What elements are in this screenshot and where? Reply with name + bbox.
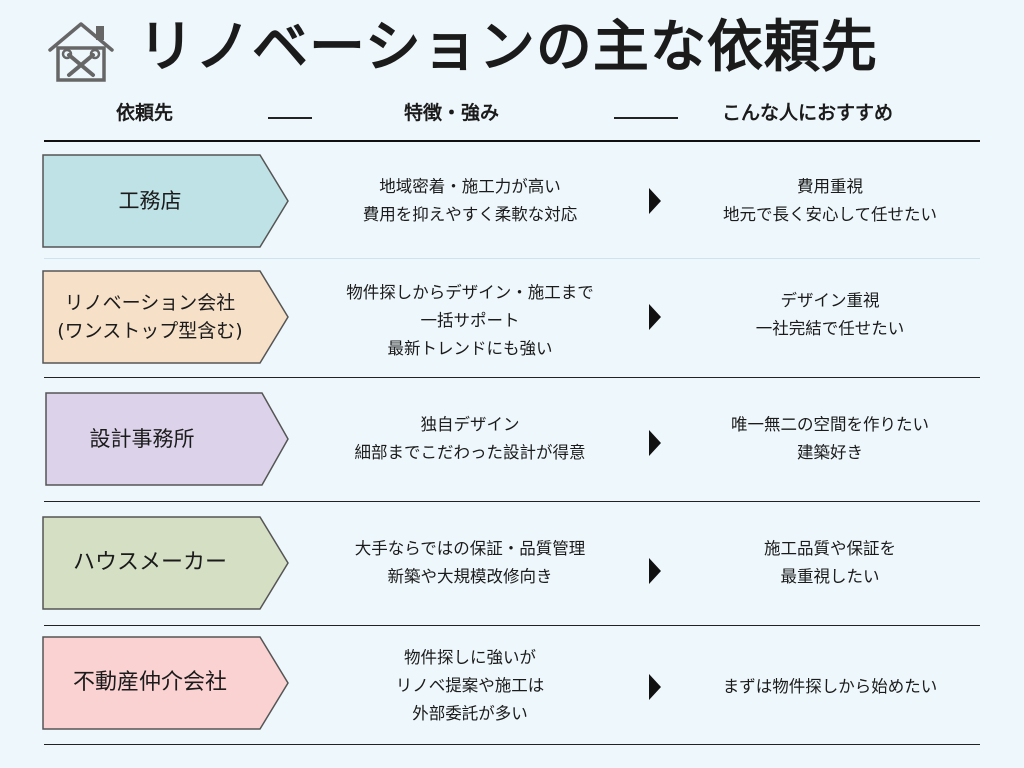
row-features-4: 大手ならではの保証・品質管理 新築や大規模改修向き xyxy=(354,539,586,586)
row-tag-3: 設計事務所 xyxy=(42,392,290,486)
arrow-right-icon xyxy=(649,558,661,584)
page-title: リノベーションの主な依頼先 xyxy=(138,15,878,80)
row-tag-shape-5 xyxy=(42,636,289,730)
row-divider-5 xyxy=(44,744,980,745)
house-tools-icon xyxy=(48,22,114,82)
header-underline xyxy=(44,140,980,142)
arrow-right-icon xyxy=(649,430,661,456)
row-tag-shape-2 xyxy=(42,270,289,364)
row-divider-4 xyxy=(44,625,980,626)
row-divider-3 xyxy=(44,501,980,502)
row-tag-1: 工務店 xyxy=(42,154,290,248)
row-recommend-4: 施工品質や保証を 最重視したい xyxy=(764,539,896,586)
row-divider-1 xyxy=(44,258,980,259)
header-features: 特徴・強み xyxy=(404,102,500,124)
arrow-right-icon xyxy=(649,674,661,700)
arrow-right-icon xyxy=(649,304,661,330)
row-label-5: 不動産仲介会社 xyxy=(72,670,227,695)
row-tag-2: リノベーション会社 (ワンストップ型含む) xyxy=(42,270,290,364)
row-features-3: 独自デザイン 細部までこだわった設計が得意 xyxy=(354,415,586,462)
row-label-2: リノベーション会社 (ワンストップ型含む) xyxy=(57,292,243,342)
header-divider-right xyxy=(614,117,678,119)
row-tag-shape-4 xyxy=(42,516,289,610)
row-recommend-1: 費用重視 地元で長く安心して任せたい xyxy=(722,177,937,224)
row-label-4: ハウスメーカー xyxy=(72,550,227,575)
row-recommend-2: デザイン重視 一社完結で任せたい xyxy=(755,291,905,338)
row-tag-shape-1 xyxy=(42,154,289,248)
row-features-5: 物件探しに強いが リノベ提案や施工は 外部委託が多い xyxy=(395,648,545,723)
header-requestee: 依頼先 xyxy=(116,102,174,124)
row-divider-2 xyxy=(44,377,980,378)
arrow-right-icon xyxy=(649,188,661,214)
row-recommend-5: まずは物件探しから始めたい xyxy=(722,677,938,696)
header-recommended-for: こんな人におすすめ xyxy=(722,102,894,124)
row-tag-5: 不動産仲介会社 xyxy=(42,636,290,730)
row-features-1: 地域密着・施工力が高い 費用を抑えやすく柔軟な対応 xyxy=(362,177,578,224)
row-label-3: 設計事務所 xyxy=(89,427,195,451)
row-label-1: 工務店 xyxy=(118,189,182,213)
row-tag-4: ハウスメーカー xyxy=(42,516,290,610)
row-tag-shape-3 xyxy=(45,392,289,486)
row-recommend-3: 唯一無二の空間を作りたい 建築好き xyxy=(731,415,929,462)
row-features-2: 物件探しからデザイン・施工まで 一括サポート 最新トレンドにも強い xyxy=(346,283,594,358)
header-divider-left xyxy=(268,117,312,119)
